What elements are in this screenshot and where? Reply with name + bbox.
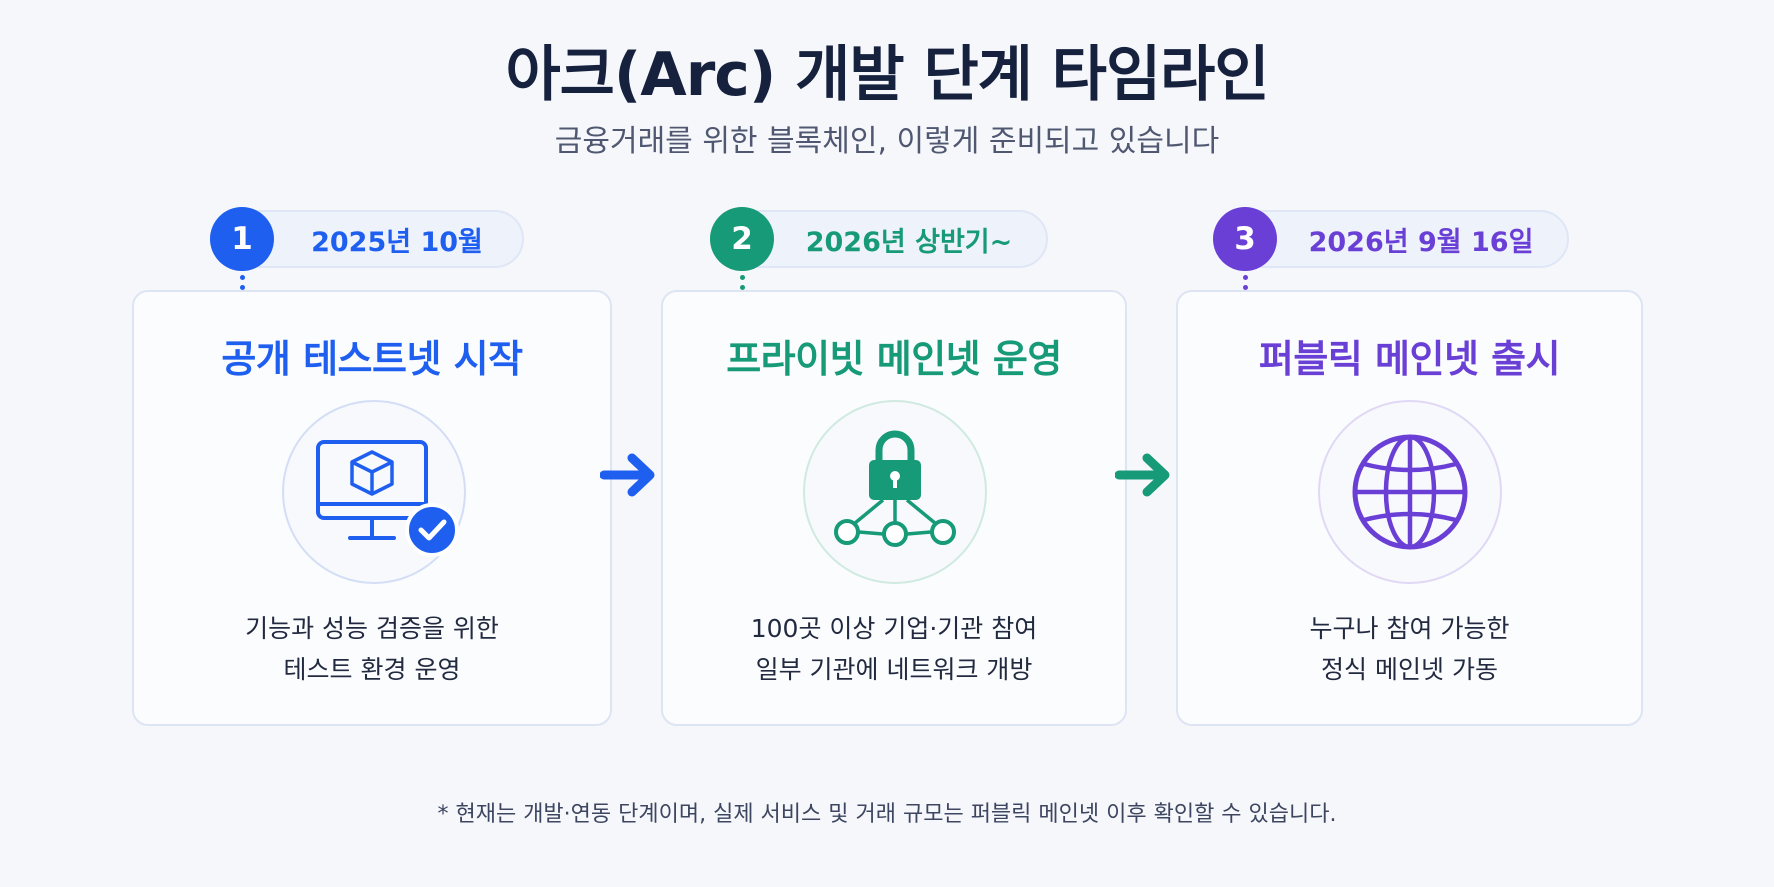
step-2-number: 2 (710, 207, 774, 271)
step-1-description: 기능과 성능 검증을 위한 테스트 환경 운영 (134, 608, 610, 690)
step-3-badge: 3 2026년 9월 16일 (1213, 207, 1569, 271)
footnote: * 현재는 개발·연동 단계이며, 실제 서비스 및 거래 규모는 퍼블릭 메인… (437, 802, 1337, 827)
step-1-card: 공개 테스트넷 시작 기능과 성능 검증을 위한 테스트 환경 운영 (132, 290, 612, 726)
step-3-date: 2026년 9월 16일 (1308, 226, 1534, 258)
step-1-desc-line-1: 기능과 성능 검증을 위한 (245, 614, 499, 643)
lock-network-icon (834, 430, 956, 547)
page-subtitle: 금융거래를 위한 블록체인, 이렇게 준비되고 있습니다 (554, 124, 1220, 159)
step-3-description: 누구나 참여 가능한 정식 메인넷 가동 (1178, 608, 1641, 690)
step-2-icon-circle (803, 400, 987, 584)
step-2-description: 100곳 이상 기업·기관 참여 일부 기관에 네트워크 개방 (663, 608, 1125, 690)
step-2-desc-line-2: 일부 기관에 네트워크 개방 (755, 655, 1033, 684)
step-3-number: 3 (1213, 207, 1277, 271)
arrow-right-icon (1115, 453, 1170, 497)
step-2-card: 프라이빗 메인넷 운영 100곳 이상 기업·기관 참여 일부 기관에 네트워크… (661, 290, 1127, 726)
step-2-title: 프라이빗 메인넷 운영 (726, 337, 1062, 381)
step-1-title: 공개 테스트넷 시작 (221, 337, 523, 381)
step-1-badge: 1 2025년 10월 (210, 207, 524, 271)
step-3-icon-circle (1318, 400, 1502, 584)
step-3-desc-line-2: 정식 메인넷 가동 (1321, 655, 1498, 684)
arrow-right-icon (600, 453, 655, 497)
step-2-date: 2026년 상반기~ (805, 226, 1013, 258)
step-3-title: 퍼블릭 메인넷 출시 (1258, 337, 1561, 381)
step-3-desc-line-1: 누구나 참여 가능한 (1309, 614, 1510, 643)
step-2-desc-line-1: 100곳 이상 기업·기관 참여 (750, 614, 1038, 643)
globe-icon (1352, 434, 1468, 550)
step-1-desc-line-2: 테스트 환경 운영 (283, 655, 461, 684)
step-1-icon-circle (282, 400, 466, 584)
step-2-badge: 2 2026년 상반기~ (710, 207, 1048, 271)
step-1-date: 2025년 10월 (311, 226, 483, 258)
step-1-number: 1 (210, 207, 274, 271)
step-3-card: 퍼블릭 메인넷 출시 누구나 참여 가능한 정식 메인넷 가동 (1176, 290, 1643, 726)
page-title: 아크(Arc) 개발 단계 타임라인 (505, 40, 1269, 110)
monitor-cube-check-icon (316, 440, 459, 557)
